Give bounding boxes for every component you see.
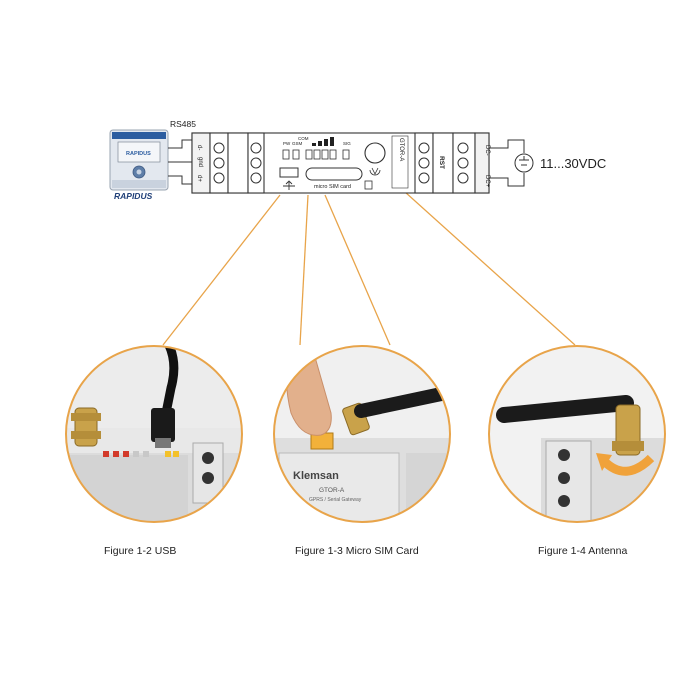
rapidus-panel	[109, 129, 169, 191]
signal-bars	[312, 137, 334, 146]
rapidus-logo: RAPIDUS	[114, 191, 153, 201]
sim-photo-model: GTOR-A	[319, 487, 345, 494]
led-label-pw: PW	[283, 141, 291, 146]
rapidus-screen-text: RAPIDUS	[126, 151, 151, 157]
photo-sim: Klemsan GTOR-A GPRS / Serial Gateway	[273, 345, 451, 523]
left-screws	[213, 142, 262, 184]
usb-photo-leds	[103, 451, 179, 457]
dc-plus-label: DC+	[484, 175, 490, 188]
rs485-label: RS485	[170, 119, 196, 129]
caption-usb: Figure 1-2 USB	[104, 545, 177, 557]
rst-label: RST	[438, 156, 445, 169]
voltage-label: 11...30VDC	[540, 156, 606, 171]
callout-line-sim-right	[324, 194, 391, 346]
caption-antenna: Figure 1-4 Antenna	[538, 545, 628, 557]
sim-slot	[305, 167, 373, 190]
terminal-label-gnd: gnd	[197, 157, 203, 167]
led-label-gsm: GSM	[292, 141, 303, 146]
sim-photo-brand: Klemsan	[293, 470, 339, 482]
caption-sim: Figure 1-3 Micro SIM Card	[295, 545, 419, 557]
antenna-connector	[364, 142, 386, 176]
sim-label: micro SIM card	[314, 184, 351, 190]
led-label-sig: SIG	[343, 141, 351, 146]
callout-line-sim-left	[299, 194, 309, 346]
callout-line-antenna	[374, 164, 576, 346]
callout-lines	[162, 164, 576, 346]
photo-usb	[65, 345, 243, 523]
rs485-wires	[168, 139, 192, 185]
dc-minus-label: DC-	[484, 145, 490, 156]
model-label-box	[391, 135, 409, 189]
led-row	[282, 149, 350, 160]
callout-line-usb	[162, 194, 281, 346]
rotate-arrow-icon	[600, 454, 655, 476]
antenna	[354, 386, 450, 418]
terminal-label-d-plus: d+	[196, 175, 202, 182]
model-label: GTOR-A	[398, 138, 404, 161]
antenna	[496, 395, 634, 423]
led-label-com: COM	[298, 136, 309, 141]
terminal-label-d-minus: d-	[196, 145, 202, 150]
sim-photo-subtitle: GPRS / Serial Gateway	[309, 497, 362, 503]
usb-port	[279, 167, 299, 190]
photo-antenna	[488, 345, 666, 523]
dc-wiring	[489, 139, 534, 187]
right-screws	[418, 142, 469, 184]
